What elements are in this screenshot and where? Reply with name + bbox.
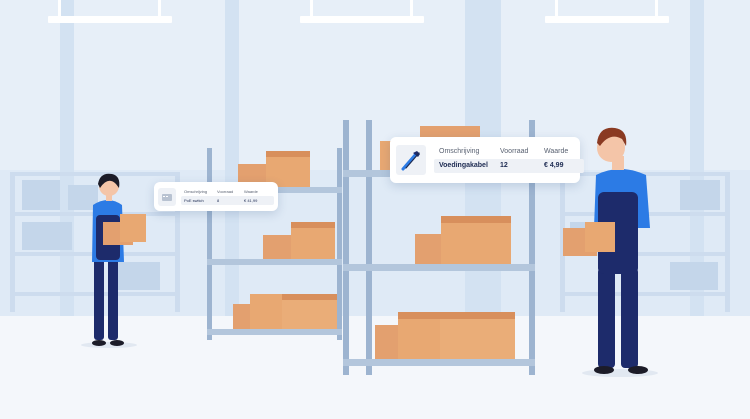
inventory-card-main: Omschrijving Voorraad Waarde Voedingakab… [390, 137, 584, 183]
inventory-card-secondary: Omschrijving Voorraad Waarde PoE switch … [154, 182, 278, 211]
card-data-row: PoE switch 8 € 41,99 [181, 195, 274, 205]
cell-stock: 8 [217, 197, 220, 203]
male-worker [563, 127, 658, 377]
product-icon [158, 187, 176, 206]
cell-description: PoE switch [184, 197, 204, 203]
background-racks [10, 172, 730, 312]
header-description: Omschrijving [439, 147, 480, 155]
header-stock: Voorraad [217, 188, 234, 194]
wall-pillar [225, 0, 239, 318]
left-shelf-boxes [233, 151, 337, 329]
ceiling-lights [48, 0, 669, 23]
header-stock: Voorraad [500, 147, 529, 155]
card-data-row: Voedingakabel 12 € 4,99 [434, 158, 584, 173]
wall-upper [0, 0, 750, 170]
wall-pillar [690, 0, 704, 318]
cell-value: € 41,99 [244, 197, 258, 203]
female-worker [81, 173, 146, 348]
wall-pillar [60, 0, 74, 318]
cell-value: € 4,99 [544, 162, 564, 169]
cell-stock: 12 [500, 162, 508, 169]
card-header-row: Omschrijving Voorraad Waarde [434, 148, 584, 155]
cell-description: Voedingakabel [439, 162, 488, 169]
header-value: Waarde [244, 188, 258, 194]
header-value: Waarde [544, 147, 569, 155]
cable-icon [396, 145, 426, 175]
card-header-row: Omschrijving Voorraad Waarde [181, 189, 274, 194]
header-description: Omschrijving [184, 188, 208, 194]
